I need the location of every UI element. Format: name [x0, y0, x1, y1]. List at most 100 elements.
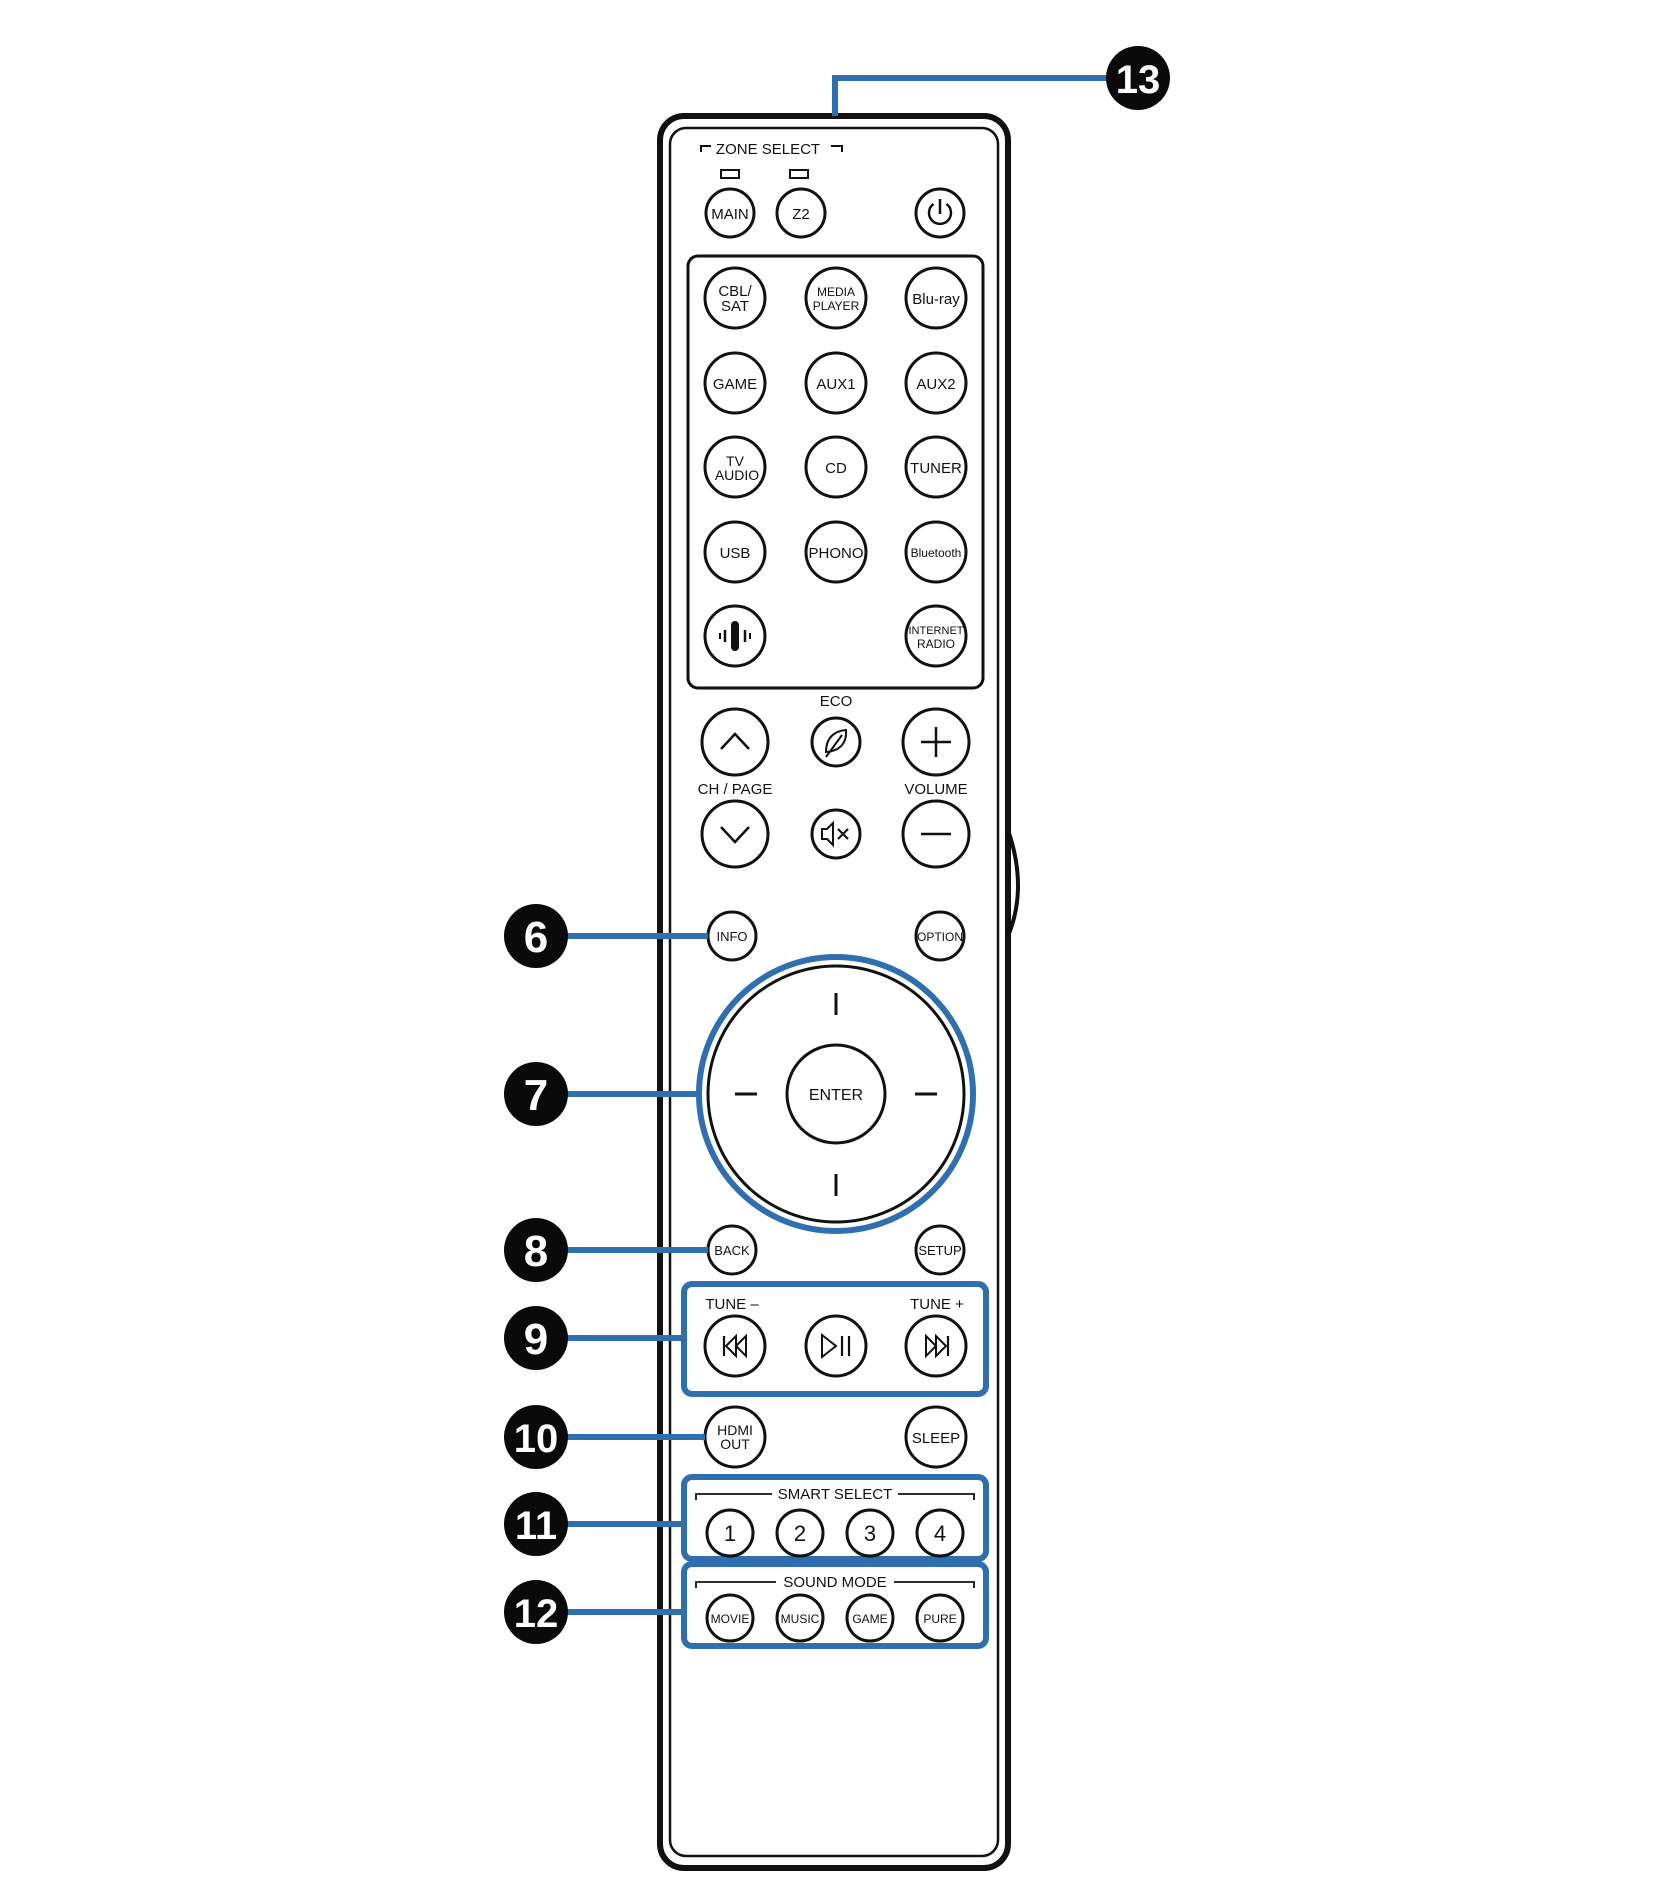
internet-radio-label-line1: INTERNET — [909, 625, 964, 637]
volume-down-button[interactable] — [901, 799, 971, 869]
channel-up-button[interactable] — [700, 707, 770, 777]
callout-number-11: 11 — [515, 1504, 557, 1548]
power-icon — [927, 199, 953, 226]
tv-audio-button[interactable]: TV AUDIO — [703, 435, 767, 499]
tuner-label: TUNER — [910, 460, 962, 477]
cd-label: CD — [825, 460, 847, 477]
callout-badge-12: 12 — [504, 1580, 568, 1644]
leader-13 — [832, 75, 1112, 116]
aux2-label: AUX2 — [916, 376, 955, 393]
enter-button[interactable]: ENTER — [785, 1043, 887, 1145]
tune-plus-label: TUNE + — [910, 1296, 964, 1313]
usb-button[interactable]: USB — [703, 520, 767, 584]
previous-track-button[interactable] — [703, 1314, 767, 1378]
callout-leaders — [560, 75, 1112, 1615]
sleep-button[interactable]: SLEEP — [904, 1405, 968, 1469]
source-buttons-panel — [686, 254, 985, 690]
smart-select-2-label: 2 — [794, 1521, 806, 1546]
option-button[interactable]: OPTION — [914, 910, 966, 962]
setup-label: SETUP — [918, 1243, 961, 1258]
callout-badge-7: 7 — [504, 1062, 568, 1126]
mute-button[interactable] — [810, 808, 862, 860]
eco-button[interactable] — [810, 716, 862, 768]
callout-number-10: 10 — [514, 1417, 559, 1461]
sound-mode-game-label: GAME — [852, 1612, 887, 1626]
power-button[interactable] — [914, 187, 966, 239]
back-button[interactable]: BACK — [706, 1224, 758, 1276]
info-button[interactable]: INFO — [706, 910, 758, 962]
tuner-button[interactable]: TUNER — [904, 435, 968, 499]
cbl-sat-label-line2: SAT — [721, 298, 749, 315]
play-pause-button[interactable] — [804, 1314, 868, 1378]
sound-mode-movie-button[interactable]: MOVIE — [705, 1593, 755, 1643]
callout-badge-10: 10 — [504, 1405, 568, 1469]
callout-badge-8: 8 — [504, 1218, 568, 1282]
aux1-label: AUX1 — [816, 376, 855, 393]
hdmi-out-label-line2: OUT — [720, 1436, 750, 1452]
cbl-sat-button[interactable]: CBL/ SAT — [703, 266, 767, 330]
phono-button[interactable]: PHONO — [804, 520, 868, 584]
callout-number-13: 13 — [1116, 58, 1161, 102]
smart-select-2-button[interactable]: 2 — [775, 1508, 825, 1558]
channel-down-button[interactable] — [700, 799, 770, 869]
enter-label: ENTER — [809, 1087, 863, 1104]
smart-select-1-label: 1 — [724, 1521, 736, 1546]
aux1-button[interactable]: AUX1 — [804, 351, 868, 415]
sound-mode-pure-label: PURE — [923, 1612, 956, 1626]
volume-up-button[interactable] — [901, 707, 971, 777]
sound-mode-music-label: MUSIC — [781, 1612, 820, 1626]
callout-badge-13: 13 — [1106, 46, 1170, 110]
internet-radio-label-line2: RADIO — [917, 637, 955, 651]
bluray-button[interactable]: Blu-ray — [904, 266, 968, 330]
chevron-up-icon — [720, 732, 750, 750]
mute-icon — [821, 820, 849, 848]
smart-select-4-button[interactable]: 4 — [915, 1508, 965, 1558]
aux2-button[interactable]: AUX2 — [904, 351, 968, 415]
z2-indicator-led — [789, 169, 809, 179]
sound-mode-game-button[interactable]: GAME — [845, 1593, 895, 1643]
sound-mode-pure-button[interactable]: PURE — [915, 1593, 965, 1643]
skip-back-icon — [722, 1333, 747, 1359]
main-indicator-led — [720, 169, 740, 179]
sound-mode-music-button[interactable]: MUSIC — [775, 1593, 825, 1643]
zone-select-title: ZONE SELECT — [716, 141, 820, 158]
smart-select-4-label: 4 — [934, 1521, 946, 1546]
next-track-button[interactable] — [904, 1314, 968, 1378]
z2-zone-button[interactable]: Z2 — [775, 187, 827, 239]
game-source-button[interactable]: GAME — [703, 351, 767, 415]
bluetooth-button[interactable]: Bluetooth — [904, 520, 968, 584]
smart-select-3-button[interactable]: 3 — [845, 1508, 895, 1558]
hdmi-out-button[interactable]: HDMI OUT — [703, 1405, 767, 1469]
bluetooth-label: Bluetooth — [911, 546, 962, 560]
usb-label: USB — [720, 545, 751, 562]
zone-select-section: ZONE SELECT — [700, 141, 843, 179]
chevron-down-icon — [720, 826, 750, 844]
volume-label: VOLUME — [904, 781, 967, 798]
sound-mode-title: SOUND MODE — [783, 1574, 886, 1591]
media-player-label-line1: MEDIA — [817, 285, 855, 299]
tune-minus-label: TUNE – — [705, 1296, 759, 1313]
side-bulge — [1006, 829, 1020, 937]
media-player-button[interactable]: MEDIA PLAYER — [804, 266, 868, 330]
setup-button[interactable]: SETUP — [914, 1224, 966, 1276]
callout-badge-6: 6 — [504, 904, 568, 968]
sleep-label: SLEEP — [912, 1430, 960, 1447]
plus-icon — [921, 727, 951, 757]
internet-radio-button[interactable]: INTERNET RADIO — [904, 604, 968, 668]
heos-button[interactable] — [703, 604, 767, 668]
main-zone-label: MAIN — [711, 206, 749, 223]
smart-select-1-button[interactable]: 1 — [705, 1508, 755, 1558]
main-zone-button[interactable]: MAIN — [704, 187, 756, 239]
tv-audio-label-line2: AUDIO — [715, 467, 759, 483]
info-label: INFO — [716, 929, 747, 944]
cd-button[interactable]: CD — [804, 435, 868, 499]
sound-mode-callout-box — [681, 1561, 989, 1649]
ch-page-label: CH / PAGE — [698, 781, 773, 798]
sound-mode-movie-label: MOVIE — [711, 1612, 750, 1626]
bluray-label: Blu-ray — [912, 291, 960, 308]
smart-select-3-label: 3 — [864, 1521, 876, 1546]
eco-label: ECO — [820, 693, 853, 710]
z2-zone-label: Z2 — [792, 206, 810, 223]
smart-select-title: SMART SELECT — [778, 1486, 892, 1503]
